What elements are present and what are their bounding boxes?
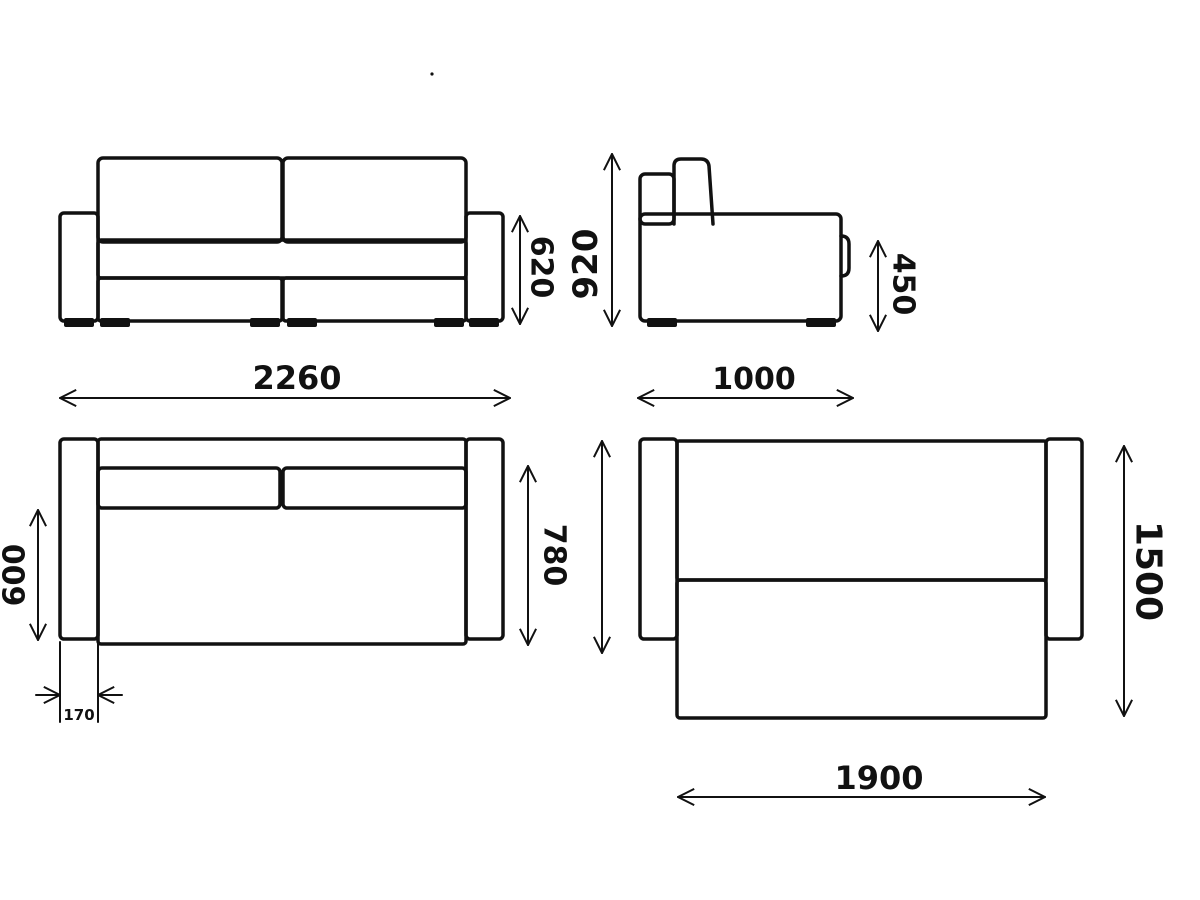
- top-seat-frame: [96, 437, 468, 646]
- side-height-label: 920: [566, 229, 606, 300]
- front-foot: [250, 318, 280, 327]
- armrest-width-label: 170: [63, 706, 94, 724]
- front-back-cushion-right: [281, 156, 468, 244]
- side-foot: [647, 318, 677, 327]
- top-left-armrest: [58, 437, 100, 641]
- side-foot: [806, 318, 836, 327]
- top-back-cushion-left: [96, 466, 282, 510]
- side-depth-label: 1000: [712, 362, 796, 397]
- bed-depth-label: 1500: [1128, 521, 1169, 621]
- front-back-cushion-left: [96, 156, 284, 244]
- front-left-armrest: [58, 211, 100, 323]
- side-back-cushion-rear: [638, 172, 676, 226]
- top-depth-label: 780: [537, 524, 572, 587]
- front-base-right: [281, 276, 468, 323]
- front-foot: [434, 318, 464, 327]
- bed-mattress-upper: [675, 439, 1048, 582]
- bed-mattress-lower: [675, 578, 1048, 720]
- side-back-cushion-front: [672, 157, 715, 226]
- bed-left-armrest: [638, 437, 679, 641]
- front-view: [58, 156, 505, 327]
- top-back-cushion-right: [281, 466, 468, 510]
- front-seat-cushion: [96, 238, 468, 280]
- side-seat-height-label: 450: [886, 253, 921, 316]
- side-handle: [839, 234, 851, 278]
- bed-right-armrest: [1044, 437, 1084, 641]
- top-view: [58, 437, 505, 646]
- top-right-armrest: [464, 437, 505, 641]
- top-armrest-depth-label: 600: [0, 544, 33, 607]
- front-foot: [64, 318, 94, 327]
- front-foot: [100, 318, 130, 327]
- front-right-armrest: [464, 211, 505, 323]
- side-view: [638, 157, 851, 327]
- front-width-label: 2260: [252, 359, 341, 397]
- front-foot: [469, 318, 499, 327]
- front-base-left: [96, 276, 284, 323]
- bed-width-label: 1900: [834, 759, 923, 797]
- side-body: [638, 212, 843, 323]
- front-foot: [287, 318, 317, 327]
- stray-dot: [430, 72, 434, 76]
- bed-view: [638, 437, 1084, 720]
- front-seat-height-label: 620: [524, 236, 559, 299]
